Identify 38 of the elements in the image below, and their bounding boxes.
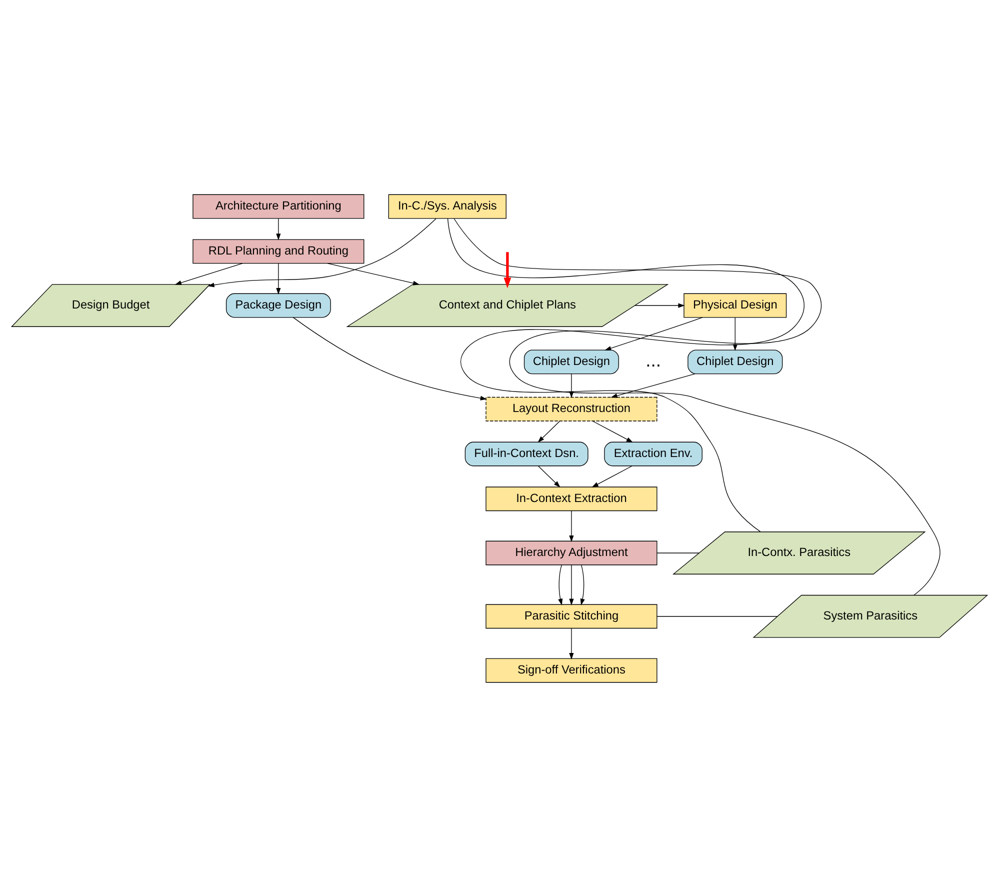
node-box: Chiplet Design xyxy=(524,350,619,374)
node-box: In-C./Sys. Analysis xyxy=(388,194,506,219)
node-box: Architecture Partitioning xyxy=(192,194,364,219)
arrow xyxy=(569,628,574,660)
arrow xyxy=(558,564,563,606)
arrow xyxy=(592,420,633,443)
node-box: In-Context Extraction xyxy=(486,486,658,512)
arrow xyxy=(292,317,487,400)
node-box: Extraction Env. xyxy=(604,442,702,466)
arrow xyxy=(276,218,281,240)
node-box: RDL Planning and Routing xyxy=(192,239,364,264)
arrow xyxy=(634,303,685,308)
node-box: Hierarchy Adjustment xyxy=(486,540,658,566)
node-box: Full-in-Context Dsn. xyxy=(464,442,588,466)
node-box: Physical Design xyxy=(684,293,787,318)
arrow xyxy=(592,466,632,488)
arrow xyxy=(326,262,420,286)
connector xyxy=(447,218,804,532)
arrow xyxy=(604,317,703,350)
arrow xyxy=(610,374,696,398)
arrow xyxy=(538,466,560,488)
node-box: Package Design xyxy=(226,293,331,318)
node-box: Sign-off Verifications xyxy=(486,658,658,683)
connector xyxy=(454,218,940,596)
arrow xyxy=(538,420,560,443)
node-box: Parasitic Stitching xyxy=(486,604,658,629)
arrow xyxy=(569,510,574,542)
arrow xyxy=(174,262,243,285)
arrow xyxy=(580,564,585,606)
arrow xyxy=(276,263,281,295)
label: ... xyxy=(646,349,661,370)
node-box: Chiplet Design xyxy=(688,350,783,374)
arrow xyxy=(208,218,436,288)
node-box: Layout Reconstruction xyxy=(486,396,658,422)
connector xyxy=(656,616,778,617)
arrow xyxy=(504,252,512,288)
connector xyxy=(656,552,700,554)
arrow xyxy=(569,564,574,606)
